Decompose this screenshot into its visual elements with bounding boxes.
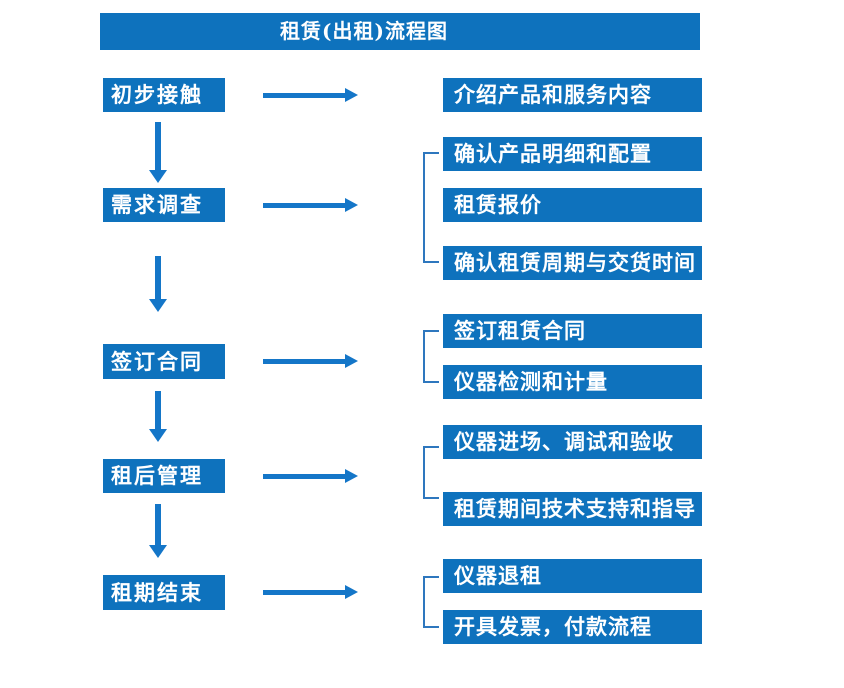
stage-box-post-rental-management: 租后管理: [103, 459, 225, 493]
group-bracket-sign-contract: [423, 330, 439, 383]
down-arrow-3-icon: [149, 391, 167, 442]
down-arrow-2-icon: [149, 256, 167, 312]
arrow-shaft: [263, 473, 345, 479]
down-arrow-1-icon: [149, 122, 167, 183]
right-arrow-5-icon: [263, 585, 358, 599]
arrow-shaft: [155, 256, 161, 299]
arrow-shaft: [263, 202, 345, 208]
right-arrow-3-icon: [263, 354, 358, 368]
arrow-head: [345, 88, 358, 102]
arrow-shaft: [263, 358, 345, 364]
output-box-invoice-payment: 开具发票，付款流程: [443, 610, 702, 644]
arrow-head: [345, 354, 358, 368]
flowchart-title-bar: 租赁(出租)流程图: [100, 13, 700, 50]
output-box-instrument-setup: 仪器进场、调试和验收: [443, 425, 702, 459]
output-box-confirm-details: 确认产品明细和配置: [443, 137, 702, 171]
arrow-head: [149, 429, 167, 442]
down-arrow-4-icon: [149, 504, 167, 558]
arrow-head: [345, 469, 358, 483]
arrow-head: [345, 585, 358, 599]
flowchart-title: 租赁(出租)流程图: [280, 19, 448, 43]
stage-box-lease-end: 租期结束: [103, 575, 225, 610]
output-box-rental-quotation: 租赁报价: [443, 188, 702, 222]
arrow-shaft: [263, 92, 345, 98]
arrow-head: [345, 198, 358, 212]
group-bracket-demand-survey: [423, 152, 439, 263]
arrow-shaft: [155, 122, 161, 170]
output-box-instrument-testing: 仪器检测和计量: [443, 365, 702, 399]
arrow-head: [149, 299, 167, 312]
group-bracket-lease-end: [423, 576, 439, 628]
output-box-sign-rental-contract: 签订租赁合同: [443, 314, 702, 348]
stage-box-sign-contract: 签订合同: [103, 344, 225, 379]
right-arrow-1-icon: [263, 88, 358, 102]
output-box-instrument-return: 仪器退租: [443, 559, 702, 593]
stage-box-initial-contact: 初步接触: [103, 78, 225, 112]
arrow-shaft: [155, 504, 161, 545]
output-box-introduce-products: 介绍产品和服务内容: [443, 78, 702, 112]
right-arrow-4-icon: [263, 469, 358, 483]
arrow-shaft: [263, 589, 345, 595]
stage-box-demand-survey: 需求调查: [103, 188, 225, 222]
right-arrow-2-icon: [263, 198, 358, 212]
arrow-shaft: [155, 391, 161, 429]
arrow-head: [149, 545, 167, 558]
output-box-tech-support: 租赁期间技术支持和指导: [443, 492, 702, 526]
arrow-head: [149, 170, 167, 183]
output-box-confirm-period: 确认租赁周期与交货时间: [443, 246, 702, 280]
group-bracket-post-rental: [423, 446, 439, 499]
